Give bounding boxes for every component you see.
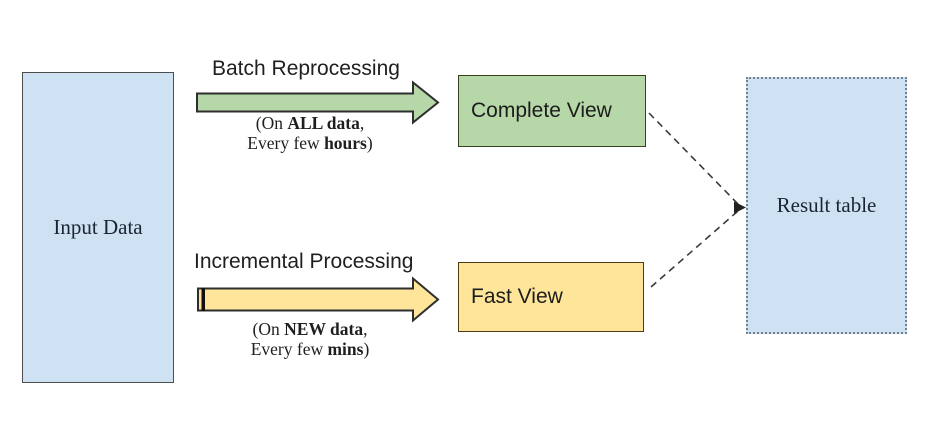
input-data-label: Input Data <box>53 215 143 239</box>
batch-note-line2-suffix: ) <box>366 133 373 153</box>
incremental-arrow-start-bar <box>201 288 205 311</box>
complete-view-box: Complete View <box>458 75 646 147</box>
fast-view-box: Fast View <box>458 262 644 332</box>
incremental-note-line1: (On NEW data, <box>220 319 400 339</box>
incremental-note-line2: Every few mins) <box>220 339 400 359</box>
batch-note-line1: (On ALL data, <box>220 113 400 133</box>
incremental-note-line1-bold: NEW data <box>284 319 364 339</box>
incremental-arrow <box>197 276 440 323</box>
input-data-box: Input Data <box>22 72 174 383</box>
incremental-note-line2-prefix: Every few <box>250 339 328 359</box>
batch-note-line1-suffix: , <box>359 113 365 133</box>
complete-view-label: Complete View <box>471 99 612 122</box>
batch-note: (On ALL data, Every few hours) <box>220 113 400 153</box>
batch-arrow <box>196 80 440 125</box>
batch-note-line1-bold: ALL data <box>287 113 360 133</box>
result-arrowhead <box>734 201 746 214</box>
incremental-note: (On NEW data, Every few mins) <box>220 319 400 359</box>
complete-to-result-dashed-line <box>648 112 739 205</box>
incremental-note-line2-bold: mins <box>327 339 364 359</box>
batch-reprocessing-label: Batch Reprocessing <box>212 57 400 80</box>
batch-note-line2-bold: hours <box>324 133 367 153</box>
incremental-note-line2-suffix: ) <box>363 339 370 359</box>
batch-note-line2-prefix: Every few <box>247 133 325 153</box>
batch-note-line1-prefix: (On <box>255 113 288 133</box>
incremental-note-line1-suffix: , <box>363 319 368 339</box>
fast-to-result-dashed-line <box>650 210 739 288</box>
fast-view-label: Fast View <box>471 285 563 308</box>
result-table-box: Result table <box>746 77 907 334</box>
batch-note-line2: Every few hours) <box>220 133 400 153</box>
incremental-note-line1-prefix: (On <box>252 319 285 339</box>
incremental-processing-label: Incremental Processing <box>194 250 414 273</box>
result-table-label: Result table <box>776 193 877 217</box>
